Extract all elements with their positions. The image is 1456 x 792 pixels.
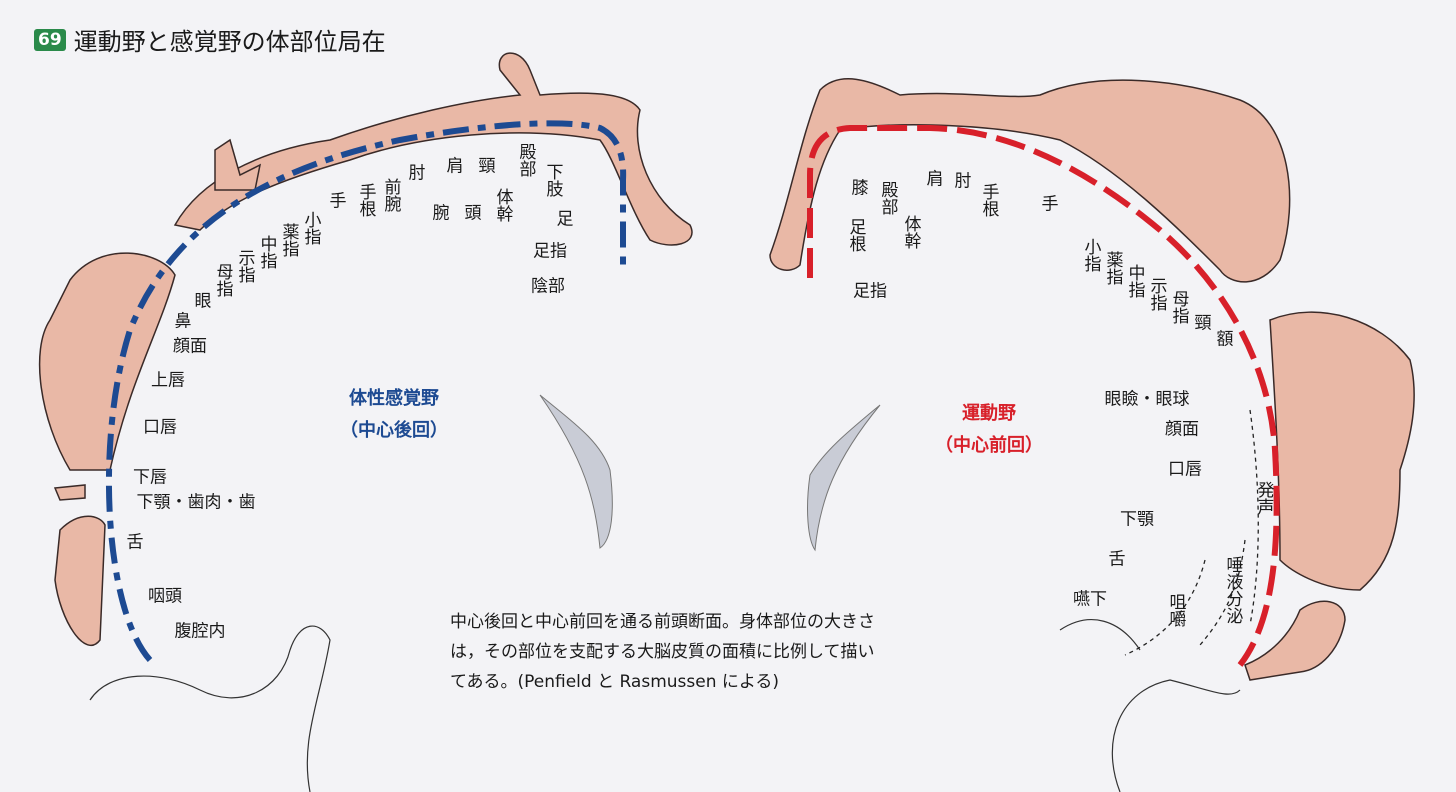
figure-caption: 中心後回と中心前回を通る前頭断面。身体部位の大きさ は，その部位を支配する大脳皮…: [450, 608, 990, 697]
sensory-area-name: 体性感覚野: [349, 388, 439, 409]
motor-body-part-label: 小指: [1080, 238, 1101, 272]
sensory-body-part-label: 示指: [234, 249, 255, 283]
motor-body-part-label: 薬指: [1102, 251, 1123, 285]
sensory-body-part-label: 舌: [126, 532, 144, 553]
motor-area-sub: （中心前回）: [935, 435, 1043, 457]
sensory-body-part-label: 殿部: [515, 143, 536, 177]
sensory-body-part-label: 肩: [442, 156, 463, 174]
motor-body-part-label: 唾液分泌: [1222, 556, 1243, 624]
motor-body-part-label: 頸: [1190, 313, 1211, 331]
motor-body-part-label: 示指: [1146, 277, 1167, 311]
sensory-body-part-label: 頸: [474, 156, 495, 174]
motor-cortex-band: [807, 125, 1280, 667]
motor-body-part-label: 肩: [922, 169, 943, 187]
sensory-body-part-label: 体幹: [492, 188, 513, 222]
sensory-body-part-label: 薬指: [278, 223, 299, 257]
motor-body-part-label: 舌: [1108, 549, 1126, 570]
sensory-body-part-label: 足: [556, 209, 574, 230]
sensory-body-part-label: 鼻: [170, 311, 191, 329]
sensory-body-part-label: 上唇: [151, 370, 185, 391]
sensory-body-part-label: 腕: [428, 203, 449, 221]
motor-body-part-label: 下顎: [1120, 509, 1154, 530]
sensory-body-part-label: 肘: [404, 163, 425, 181]
figure-title: 69 運動野と感覚野の体部位局在: [34, 22, 386, 57]
sensory-body-part-label: 頭: [460, 203, 481, 221]
sensory-body-part-label: 眼: [190, 291, 211, 309]
sensory-body-part-label: 陰部: [531, 276, 565, 297]
motor-body-part-label: 中指: [1124, 264, 1145, 298]
sensory-body-part-label: 腹腔内: [174, 621, 226, 642]
motor-body-part-label: 肘: [950, 171, 971, 189]
sensory-body-part-label: 手根: [355, 183, 376, 217]
motor-body-part-label: 額: [1212, 329, 1233, 347]
motor-body-part-label: 膝: [847, 178, 868, 196]
sensory-body-part-label: 小指: [300, 211, 321, 245]
motor-body-part-label: 嚥下: [1073, 589, 1107, 610]
sensory-body-part-label: 咽頭: [148, 586, 182, 607]
motor-body-part-label: 発声: [1253, 481, 1274, 515]
motor-body-part-label: 手: [1037, 194, 1058, 212]
motor-homunculus: [769, 78, 1415, 681]
sensory-area-sub: （中心後回）: [340, 420, 448, 442]
sensory-body-part-label: 母指: [212, 263, 233, 297]
motor-body-part-label: 殿部: [877, 181, 898, 215]
motor-body-part-label: 体幹: [900, 215, 921, 249]
sensory-body-part-label: 下肢: [542, 163, 563, 197]
motor-body-part-label: 手根: [978, 183, 999, 217]
lateral-ventricle: [539, 394, 881, 552]
caption-line: は，その部位を支配する大脳皮質の面積に比例して描い: [450, 641, 875, 662]
caption-line: てある。(Penfield と Rasmussen による): [450, 671, 780, 692]
sensory-area-title: 体性感覚野 （中心後回）: [340, 383, 448, 448]
sensory-body-part-label: 下唇: [133, 467, 167, 488]
motor-body-part-label: 咀嚼: [1165, 593, 1186, 627]
sensory-body-part-label: 足指: [533, 241, 567, 262]
motor-body-part-label: 口唇: [1168, 459, 1202, 480]
sensory-body-part-label: 下顎・歯肉・歯: [136, 492, 256, 513]
sensory-homunculus: [38, 52, 693, 647]
figure-title-text: 運動野と感覚野の体部位局在: [73, 28, 386, 56]
motor-body-part-label: 足根: [845, 218, 866, 252]
motor-body-part-label: 顔面: [1165, 419, 1199, 440]
sensory-body-part-label: 手: [325, 191, 346, 209]
function-arrows: [1124, 409, 1259, 656]
sensory-cortex-band: [105, 120, 627, 663]
motor-area-name: 運動野: [962, 403, 1016, 424]
motor-body-part-label: 足指: [853, 281, 887, 302]
brain-outline: [89, 619, 1241, 792]
caption-line: 中心後回と中心前回を通る前頭断面。身体部位の大きさ: [450, 612, 875, 632]
motor-body-part-label: 母指: [1168, 290, 1189, 324]
motor-body-part-label: 眼瞼・眼球: [1104, 389, 1190, 410]
sensory-body-part-label: 口唇: [143, 417, 177, 438]
figure-number: 69: [34, 28, 66, 51]
motor-area-title: 運動野 （中心前回）: [935, 398, 1043, 463]
sensory-body-part-label: 前腕: [380, 178, 401, 212]
sensory-body-part-label: 中指: [256, 235, 277, 269]
sensory-body-part-label: 顔面: [173, 336, 207, 357]
